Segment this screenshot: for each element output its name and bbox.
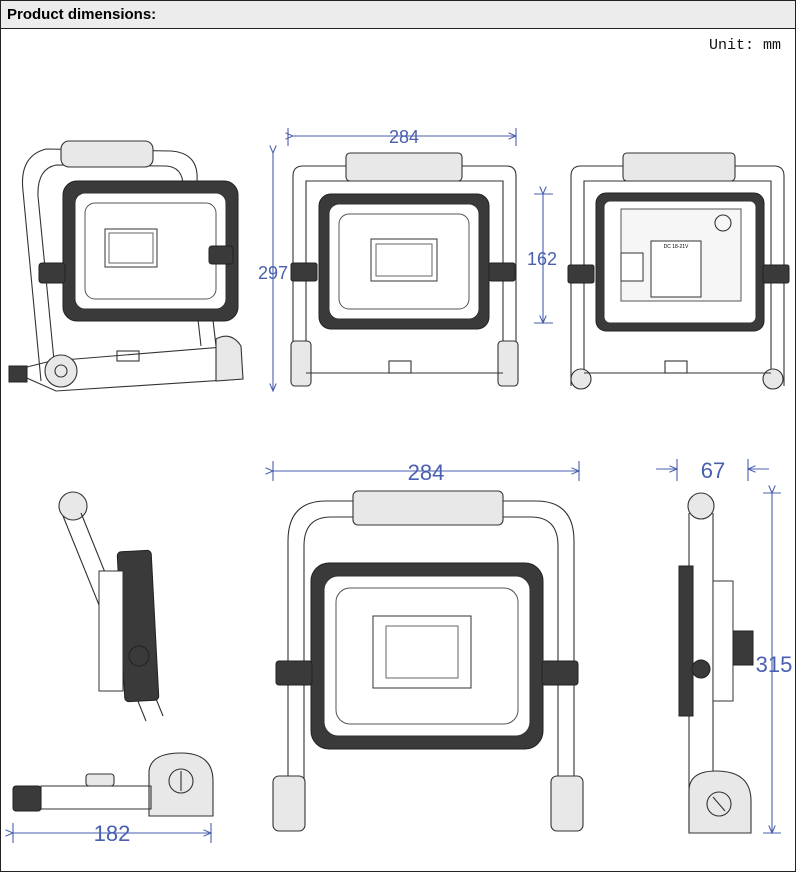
dim-side-depth: 67	[701, 458, 725, 483]
perspective-view	[8, 140, 244, 392]
unit-label: Unit: mm	[708, 37, 781, 54]
dim-front-width-small: 284	[389, 127, 419, 147]
dim-side-base-length: 182	[94, 821, 131, 846]
front-view-large: 284	[273, 460, 584, 832]
dim-side-height: 315	[756, 652, 793, 677]
front-view-small: 284 297	[258, 127, 519, 391]
dim-front-height-small: 297	[258, 263, 288, 283]
dim-front-width-large: 284	[408, 460, 445, 485]
side-view-right: 67 315	[656, 458, 792, 833]
side-view-left: 182	[13, 491, 214, 846]
rear-view: DC 18-21V 162	[527, 152, 790, 390]
page-title: Product dimensions:	[1, 1, 795, 29]
dim-rear-panel-height: 162	[527, 249, 557, 269]
rear-panel-text: DC 18-21V	[664, 244, 689, 250]
